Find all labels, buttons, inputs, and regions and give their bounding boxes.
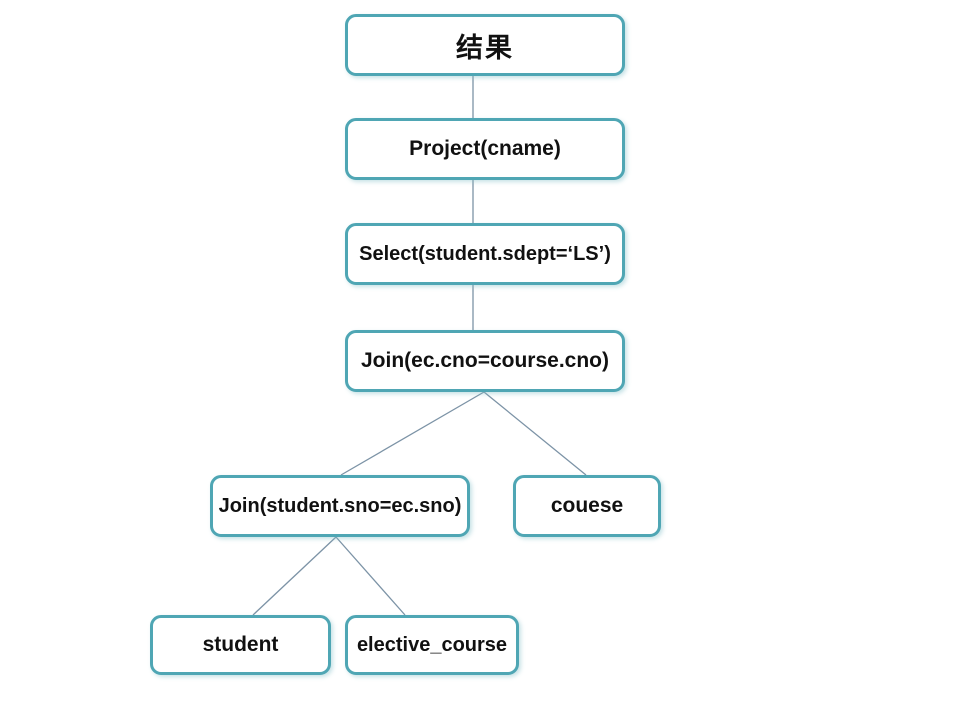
connector-joincno-joinsno bbox=[340, 391, 485, 476]
node-result-label: 结果 bbox=[456, 32, 514, 63]
node-elective-course-label: elective_course bbox=[356, 633, 508, 656]
node-join-sno-label: Join(student.sno=ec.sno) bbox=[218, 494, 462, 517]
connector-joincno-couese bbox=[483, 391, 587, 476]
node-project-label: Project(cname) bbox=[409, 137, 561, 160]
node-select: Select(student.sdept=‘LS’) bbox=[345, 223, 625, 285]
node-elective-course: elective_course bbox=[345, 615, 519, 675]
node-project: Project(cname) bbox=[345, 118, 625, 180]
node-join-sno: Join(student.sno=ec.sno) bbox=[210, 475, 470, 537]
node-student: student bbox=[150, 615, 331, 675]
node-result: 结果 bbox=[345, 14, 625, 76]
connector-joinsno-student bbox=[252, 536, 337, 616]
node-couese-label: couese bbox=[550, 494, 624, 517]
connector-joinsno-elective bbox=[335, 536, 406, 616]
node-student-label: student bbox=[202, 633, 279, 656]
node-select-label: Select(student.sdept=‘LS’) bbox=[359, 242, 611, 265]
node-couese: couese bbox=[513, 475, 661, 537]
node-join-cno: Join(ec.cno=course.cno) bbox=[345, 330, 625, 392]
node-join-cno-label: Join(ec.cno=course.cno) bbox=[361, 349, 609, 372]
